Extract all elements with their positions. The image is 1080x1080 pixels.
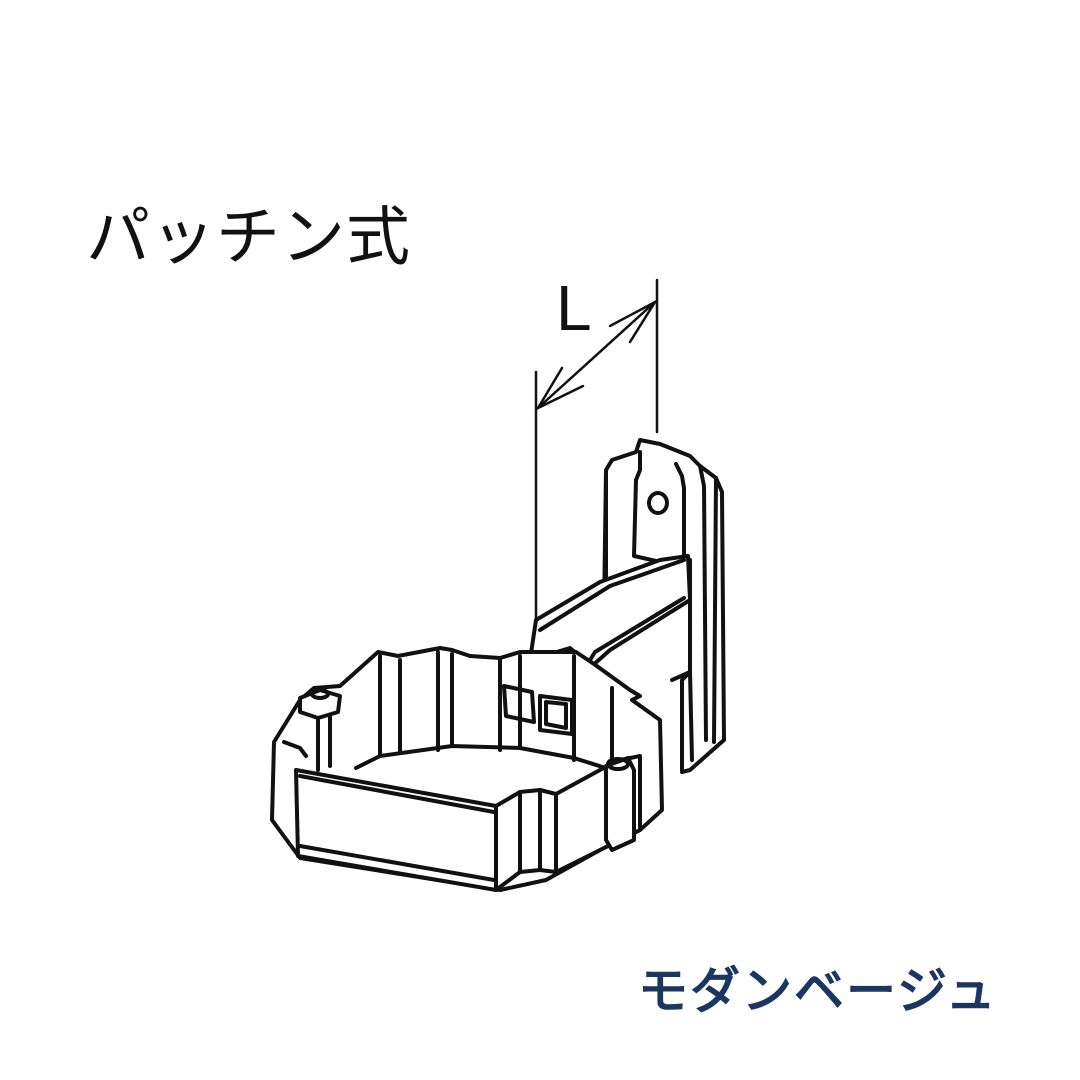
pipe-holder-ring [270,646,664,892]
fastening-type-label: パッチン式 [86,201,411,275]
dimension-label-L: L [556,272,592,344]
dimension-indicator [534,278,659,622]
color-name-label: モダンベージュ [638,962,998,1020]
